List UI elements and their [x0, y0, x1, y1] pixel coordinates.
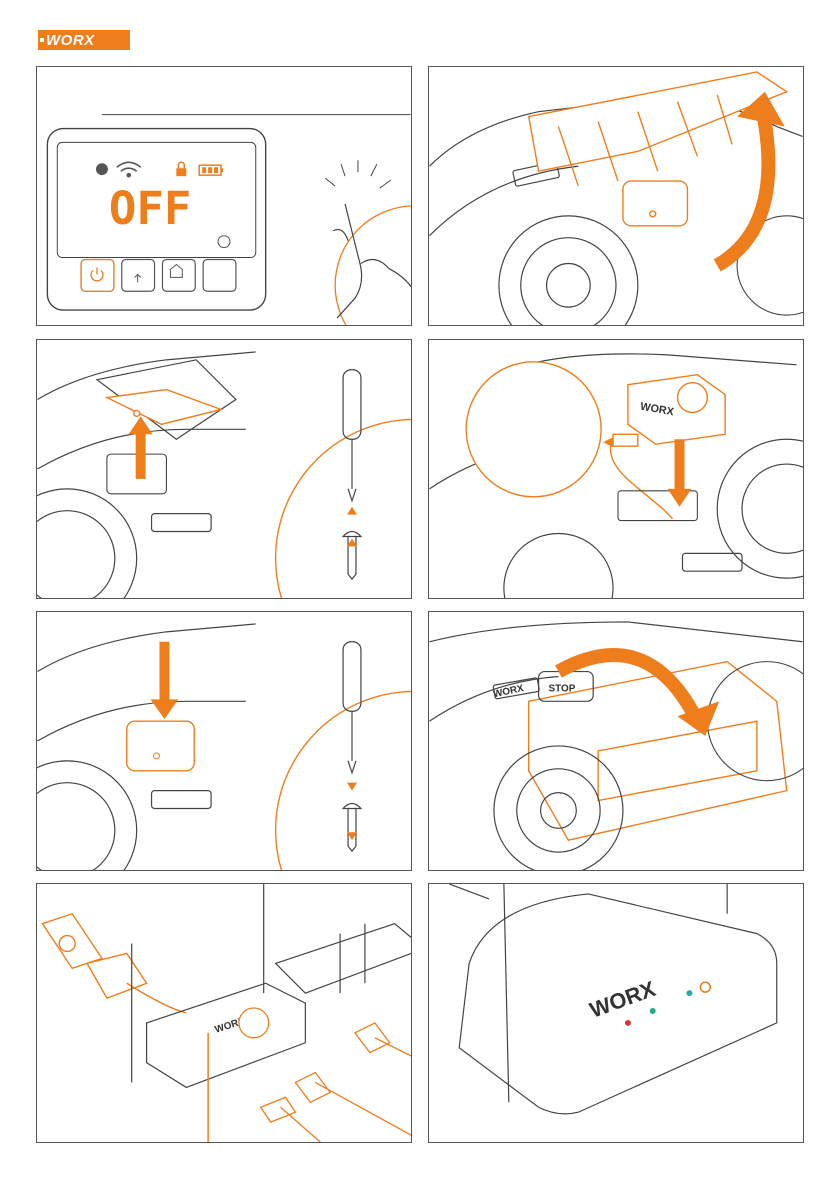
screwdriver-icon [343, 370, 361, 501]
stop-label: STOP [549, 683, 576, 694]
panel-fasten-screw [36, 611, 412, 871]
blank-button [203, 260, 236, 292]
panel-led-status: WORX [428, 883, 804, 1143]
panel-open-cover [428, 66, 804, 326]
base-station [132, 884, 306, 1087]
lock-icon [176, 162, 186, 176]
panel-insert-module: WORX [428, 339, 804, 599]
battery-icon [199, 165, 223, 175]
press-indicator-lines [325, 160, 390, 188]
base-station-label: WORX [586, 976, 659, 1023]
zoom-bubble [239, 1008, 269, 1038]
up-arrow-icon [135, 274, 141, 282]
screw-icon [343, 804, 361, 852]
power-led-icon [700, 982, 710, 992]
panel-close-cover: STOP WORX [428, 611, 804, 871]
power-icon [91, 267, 103, 280]
zoom-circle [276, 691, 411, 870]
finger-press-illustration [333, 204, 411, 325]
blue-led-icon [686, 990, 692, 996]
home-icon [170, 264, 182, 277]
insert-arrow-head [668, 489, 692, 507]
wheel [499, 216, 638, 325]
logo-text: WORX [46, 32, 95, 49]
ethernet-cables [261, 1023, 411, 1142]
panel-remove-cap [36, 339, 412, 599]
zoom-bubble [466, 362, 601, 497]
lcd-display-text: OFF [109, 182, 191, 235]
panel-plug-power: WORX [36, 883, 412, 1143]
zoom-circle [276, 419, 411, 598]
background-device [276, 924, 411, 993]
lifted-cover [529, 72, 787, 226]
mower-body [37, 352, 256, 598]
clock-icon [96, 163, 108, 175]
worx-logo: WORX [38, 30, 130, 50]
screwdriver-icon [343, 642, 361, 773]
rtk-module [611, 375, 726, 519]
mower-body-label: WORX [492, 683, 525, 700]
home-button [162, 260, 195, 292]
red-led-icon [625, 1020, 631, 1026]
press-arrow-head [151, 699, 179, 719]
panel-power-off: OFF [36, 66, 412, 326]
power-adapter [87, 953, 186, 1013]
green-led-icon [650, 1008, 656, 1014]
open-arrow [717, 107, 768, 266]
power-button [81, 260, 114, 292]
logo-mark [40, 38, 44, 42]
cap-piece [127, 721, 194, 771]
cap-piece [107, 390, 221, 425]
wall-socket [42, 914, 102, 969]
wifi-icon [117, 162, 141, 176]
